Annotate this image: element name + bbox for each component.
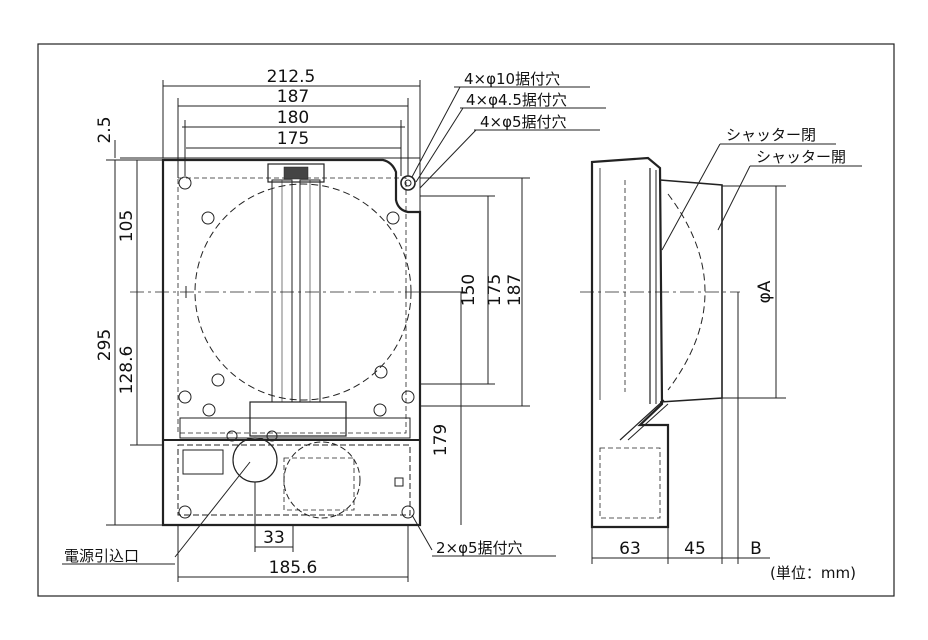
- front-dimension-text: 212.5 187 180 175 2.5 105 295 128.6 150 …: [64, 67, 567, 578]
- dim-175v: 175: [485, 274, 505, 306]
- dim-187v: 187: [505, 274, 525, 306]
- screw: [202, 403, 216, 417]
- front-housing-outline: [161, 158, 422, 527]
- screw: [211, 373, 225, 387]
- mount-hole-10: [400, 175, 416, 191]
- callout-hole5: 4×φ5据付穴: [480, 113, 567, 131]
- motor-coil: [283, 166, 309, 180]
- mount-hole-5: [178, 390, 192, 404]
- callout-hole10: 4×φ10据付穴: [464, 70, 560, 88]
- leader-shutter-open: [717, 165, 751, 231]
- dim-150: 150: [459, 274, 479, 306]
- leader-hole5b: [411, 514, 433, 551]
- screw: [266, 430, 278, 442]
- front-dimension-lines: [62, 80, 606, 582]
- ground-mark: [394, 477, 404, 487]
- lower-rail: [179, 417, 411, 439]
- front-view: [120, 157, 422, 527]
- side-view: [580, 143, 862, 564]
- shutter-hood: [659, 179, 723, 403]
- mount-hole-10: [178, 176, 192, 190]
- dim-1856: 185.6: [269, 558, 318, 578]
- dim-175: 175: [277, 129, 309, 149]
- leader-hole10: [411, 86, 461, 178]
- front-screws: [178, 175, 416, 519]
- screw: [201, 211, 215, 225]
- terminal-box: [162, 439, 421, 526]
- screw: [226, 430, 238, 442]
- dim-phiA: φA: [755, 280, 775, 303]
- conduit-plate: [283, 457, 355, 511]
- side-terminal-box: [599, 447, 661, 519]
- terminal-box-inner: [177, 444, 411, 516]
- dim-187: 187: [277, 87, 309, 107]
- side-body-outline: [590, 156, 670, 529]
- unit-note: (単位：mm): [770, 564, 856, 582]
- lower-bracket: [249, 401, 347, 437]
- callout-shutter-open: シャッター開: [756, 148, 846, 166]
- dim-179: 179: [431, 424, 451, 456]
- mount-hole-10-inner: [404, 179, 412, 187]
- dim-45: 45: [684, 539, 706, 559]
- leader-power-inlet: [174, 461, 251, 558]
- mount-hole-5-bottom: [178, 505, 192, 519]
- drawing-frame: [37, 43, 895, 597]
- leader-hole5: [419, 129, 477, 189]
- dim-63: 63: [619, 539, 641, 559]
- callout-shutter-closed: シャッター閉: [726, 126, 816, 144]
- dim-1286: 128.6: [117, 346, 137, 395]
- shutter-line: [619, 399, 665, 441]
- dim-212: 212.5: [267, 67, 316, 87]
- fan-circle: [194, 183, 412, 401]
- callout-power-inlet: 電源引込口: [64, 547, 139, 565]
- dim-295: 295: [95, 329, 115, 361]
- mount-hole-5: [401, 390, 415, 404]
- mount-hole-5-bottom: [401, 505, 415, 519]
- dim-25: 2.5: [95, 116, 115, 143]
- screw: [374, 365, 388, 379]
- screw: [386, 211, 400, 225]
- callout-hole45: 4×φ4.5据付穴: [466, 91, 567, 109]
- screw: [373, 403, 387, 417]
- leader-hole45: [415, 107, 464, 183]
- dim-105: 105: [117, 210, 137, 242]
- callout-hole5b: 2×φ5据付穴: [436, 539, 523, 557]
- leader-shutter-closed: [661, 143, 721, 251]
- motor-unit: [267, 163, 325, 183]
- side-dimension-text: シャッター閉 シャッター開 φA 63 45 B (単位：mm): [619, 126, 856, 582]
- dim-180: 180: [277, 108, 309, 128]
- knockout-circle-large: [283, 441, 361, 519]
- dim-33: 33: [263, 528, 285, 548]
- terminal-block: [182, 449, 224, 475]
- dim-B: B: [750, 539, 762, 559]
